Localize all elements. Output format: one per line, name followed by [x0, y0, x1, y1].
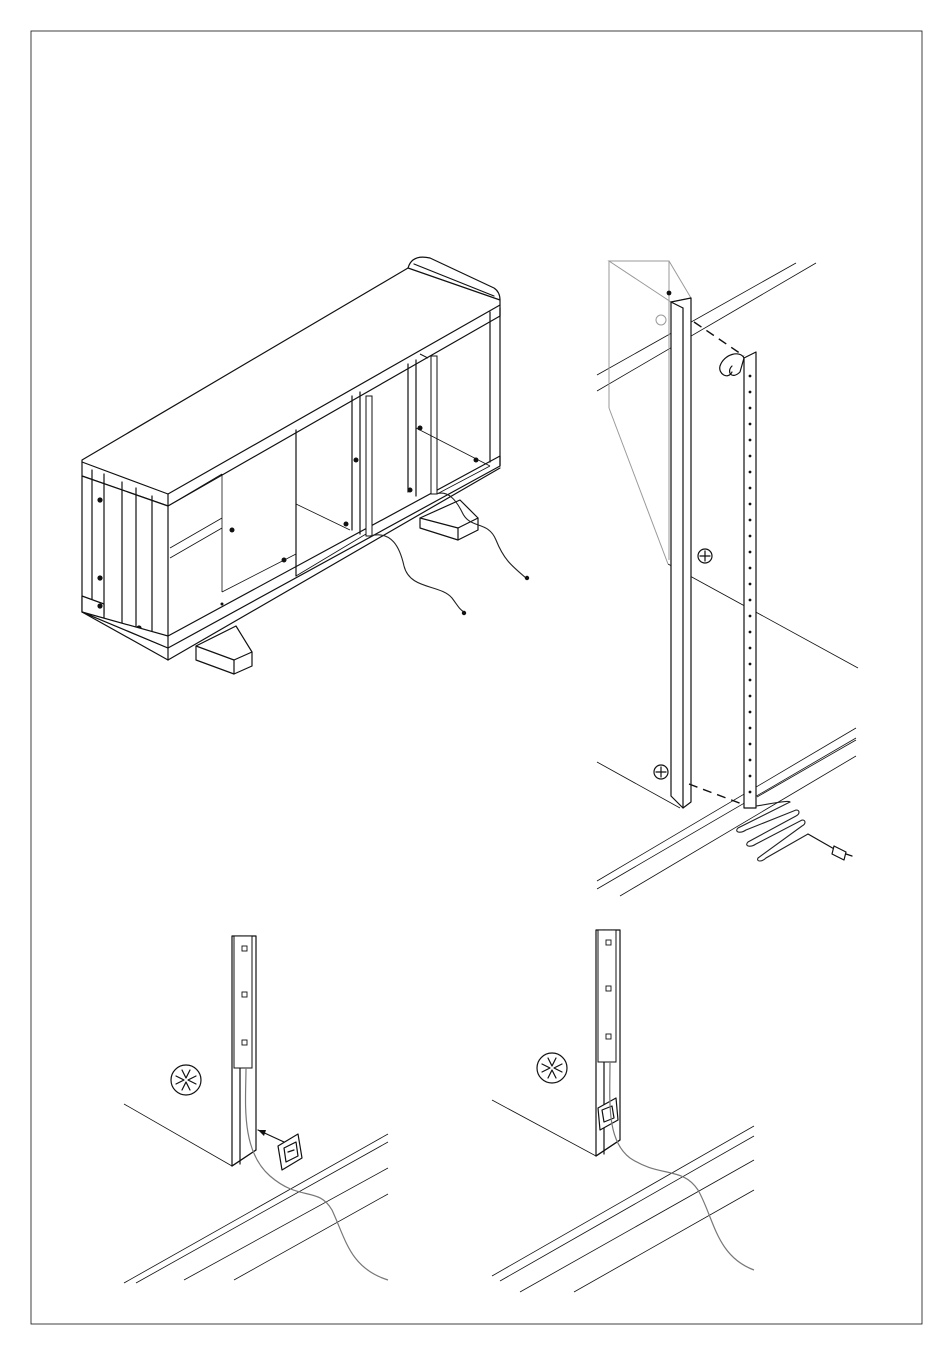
screw-head-icon — [654, 765, 668, 779]
cabinet-left-end — [82, 476, 168, 648]
connector-step-2-panel — [492, 930, 754, 1292]
coiled-cable — [737, 801, 808, 861]
screw-head-icon — [698, 549, 712, 563]
ghost-side-panel — [609, 261, 691, 302]
connector-step-1-panel — [124, 936, 388, 1283]
screw-hole-top — [656, 315, 666, 325]
led-strip-right — [431, 356, 437, 494]
socket-icon — [278, 1134, 302, 1170]
screw-head-icon — [171, 1065, 201, 1095]
support-block-front — [196, 626, 252, 674]
strip-detail-panel — [597, 261, 858, 896]
led-strip-left — [366, 396, 372, 536]
plug-connector-icon — [808, 834, 852, 860]
led-strip-end — [234, 936, 252, 1068]
screw-head-icon — [537, 1053, 567, 1083]
page-border — [31, 31, 922, 1324]
led-strip-end — [598, 930, 616, 1062]
cabinet-overview-panel — [82, 257, 529, 674]
side-panel — [671, 298, 691, 808]
led-strip — [744, 352, 756, 808]
led-cable-1 — [370, 535, 464, 612]
cable-step-2 — [610, 1062, 754, 1270]
plug-connector-icon — [462, 611, 466, 615]
